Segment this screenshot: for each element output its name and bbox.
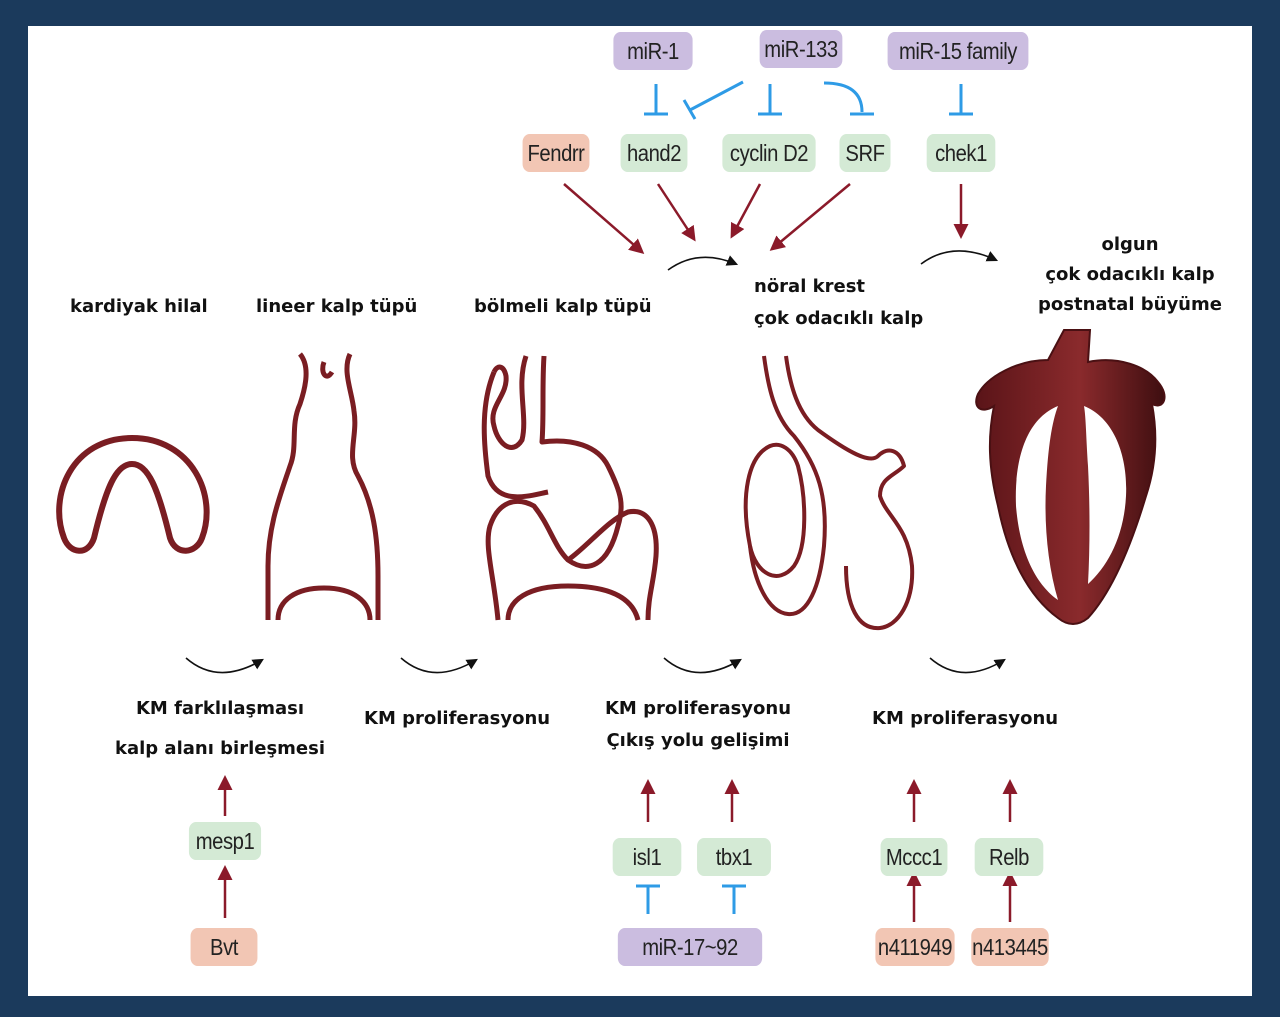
n413445-node: n413445 xyxy=(971,928,1048,966)
curve-arrow-bottom-3 xyxy=(664,658,740,673)
stage-label-multichambered-heart: çok odacıklı kalp xyxy=(754,308,923,329)
process-outflow-tract-development: Çıkış yolu gelişimi xyxy=(594,730,802,751)
mesp1-node: mesp1 xyxy=(189,822,261,860)
stage-label-mature: olgun xyxy=(1028,234,1232,255)
top-activation-arrows xyxy=(564,184,961,252)
curve-arrow-bottom-1 xyxy=(186,658,262,673)
curve-arrow-top-1 xyxy=(668,257,736,270)
chek1-node: chek1 xyxy=(927,134,996,172)
stage-label-linear-heart-tube: lineer kalp tüpü xyxy=(256,296,417,317)
stage-label-postnatal-growth: postnatal büyüme xyxy=(1028,294,1232,315)
n411949-node: n411949 xyxy=(875,928,954,966)
curve-arrow-bottom-4 xyxy=(930,658,1004,673)
curve-arrow-bottom-2 xyxy=(401,658,476,673)
isl1-node: isl1 xyxy=(613,838,682,876)
mature-heart-shape xyxy=(976,330,1164,624)
stage-label-neural-crest: nöral krest xyxy=(754,276,865,297)
inhibit-mir133-cyclind2 xyxy=(758,84,782,114)
fendrr-node: Fendrr xyxy=(523,134,590,172)
mir-15-family-node: miR-15 family xyxy=(888,32,1029,70)
process-cm-differentiation: KM farklılaşması xyxy=(92,698,348,719)
srf-node: SRF xyxy=(839,134,890,172)
bottom-inhibition-lines xyxy=(636,886,746,914)
arrow-cyclind2 xyxy=(732,184,760,236)
process-cm-proliferation-3: KM proliferasyonu xyxy=(872,708,1058,729)
relb-node: Relb xyxy=(975,838,1044,876)
inhibit-mir1-hand2 xyxy=(644,84,668,114)
curve-arrow-top-2 xyxy=(921,251,996,264)
mccc1-node: Mccc1 xyxy=(881,838,948,876)
tbx1-node: tbx1 xyxy=(697,838,771,876)
mir-17-92-node: miR-17~92 xyxy=(618,928,762,966)
stage-label-mature-multichambered: çok odacıklı kalp xyxy=(1028,264,1232,285)
inhibit-mir17-isl1 xyxy=(636,886,660,914)
hand2-node: hand2 xyxy=(621,134,688,172)
process-cm-proliferation-2: KM proliferasyonu xyxy=(594,698,802,719)
arrow-srf xyxy=(772,184,850,249)
cyclin-d2-node: cyclin D2 xyxy=(722,134,815,172)
stage-label-cardiac-crescent: kardiyak hilal xyxy=(70,296,208,317)
mir-133-node: miR-133 xyxy=(760,30,843,68)
inhibit-mir133-hand2 xyxy=(684,82,743,119)
arrow-fendrr xyxy=(564,184,642,252)
multichambered-heart-shape xyxy=(746,356,912,628)
top-inhibition-lines xyxy=(644,82,973,119)
arrow-hand2 xyxy=(658,184,694,239)
stage-label-looped-heart-tube: bölmeli kalp tüpü xyxy=(474,296,652,317)
cardiac-crescent-shape xyxy=(59,438,206,551)
mir-1-node: miR-1 xyxy=(613,32,692,70)
bvt-node: Bvt xyxy=(191,928,258,966)
diagram-frame: miR-1 miR-133 miR-15 family Fendrr hand2… xyxy=(28,26,1252,996)
linear-heart-tube-shape xyxy=(268,354,378,620)
process-cm-proliferation-1: KM proliferasyonu xyxy=(364,708,550,729)
inhibit-mir133-srf xyxy=(824,83,874,114)
inhibit-mir17-tbx1 xyxy=(722,886,746,914)
looped-heart-tube-shape xyxy=(484,356,656,620)
inhibit-mir15-chek1 xyxy=(949,84,973,114)
process-heart-field-fusion: kalp alanı birleşmesi xyxy=(92,738,348,759)
